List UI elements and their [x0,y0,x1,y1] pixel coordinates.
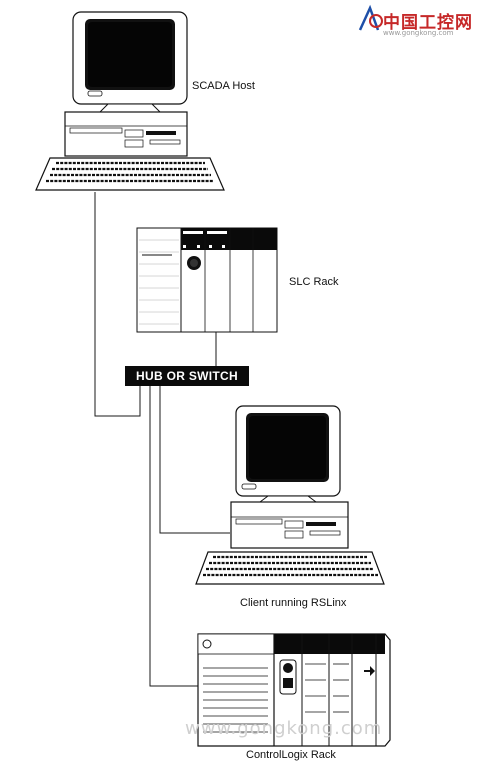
controllogix-rack [197,633,391,747]
gongkong-logo-icon [358,4,383,31]
watermark-url: www.gongkong.com [383,29,454,37]
slc-rack [136,227,278,333]
connection-lines [94,192,230,687]
watermark-bottom: www.gongkong.com [185,718,383,739]
controllogix-rack-label: ControlLogix Rack [246,749,336,761]
client-computer [195,405,385,585]
scada-to-hub-line [94,192,141,417]
hub-to-controllogix-line [149,386,198,687]
client-label: Client running RSLinx [240,597,347,609]
scada-host-computer [35,11,225,191]
watermark-logo-text: 中国工控网 [383,13,473,33]
slc-rack-label: SLC Rack [289,276,339,288]
scada-host-label: SCADA Host [192,80,255,92]
hub-to-client-line [159,386,230,534]
hub-or-switch: HUB OR SWITCH [125,366,249,386]
